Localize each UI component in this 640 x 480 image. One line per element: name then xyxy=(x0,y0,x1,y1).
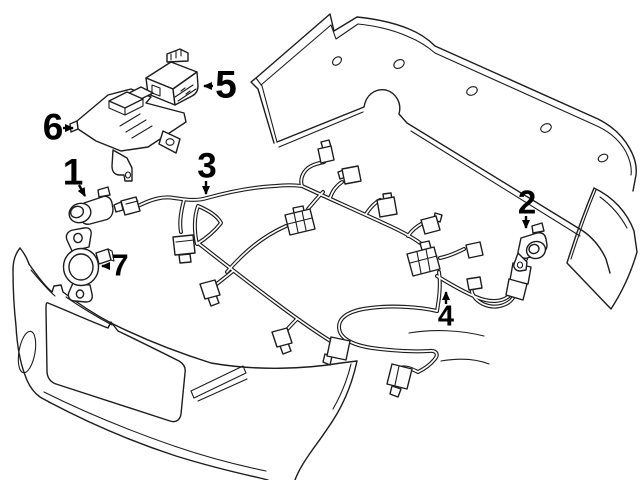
callout-7-label: 7 xyxy=(111,247,129,283)
callout-4-label: 4 xyxy=(437,300,455,333)
callout-1-arrow xyxy=(77,184,87,197)
callout-3-label: 3 xyxy=(197,146,217,186)
callout-2-label: 2 xyxy=(517,183,537,221)
front-bumper-drawing xyxy=(12,247,490,480)
module-bracket-drawing xyxy=(69,86,187,182)
harness-connectors xyxy=(113,139,532,398)
front-park-sensor-drawing xyxy=(68,186,114,225)
callout-arrows xyxy=(63,82,530,304)
callout-5-label: 5 xyxy=(215,63,237,107)
callout-6-label: 6 xyxy=(42,106,64,148)
callout-1-label: 1 xyxy=(62,151,84,193)
wiring-harness-wires xyxy=(136,160,528,374)
rear-bumper-drawing xyxy=(250,13,637,274)
rear-bumper-corner-panel-drawing xyxy=(566,187,638,310)
rear-park-sensor-drawing xyxy=(513,222,548,272)
warning-buzzer-drawing xyxy=(62,227,115,303)
control-module-drawing xyxy=(145,48,199,106)
